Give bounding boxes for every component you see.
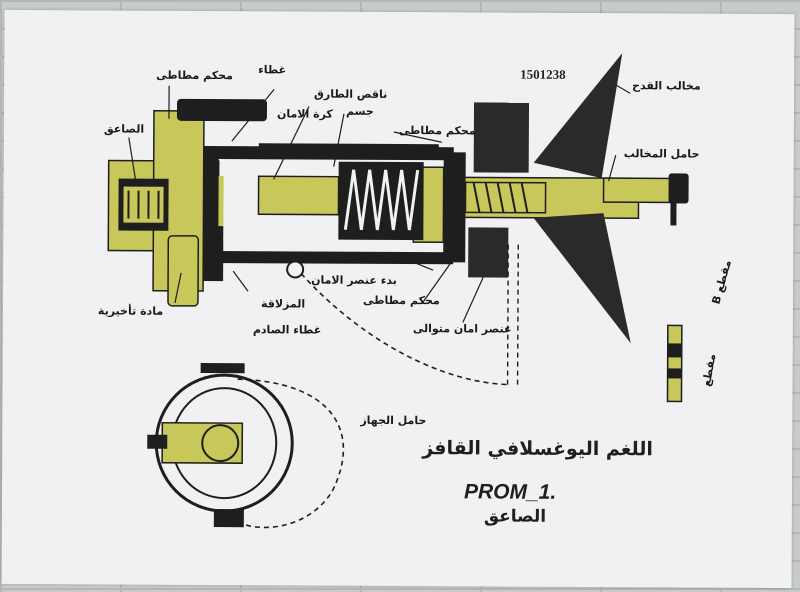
fuse-housing-dark bbox=[176, 98, 530, 282]
label-device-holder: حامل الجهاز bbox=[360, 413, 427, 428]
label-tripwire-claw: مخالب القدح bbox=[632, 79, 701, 93]
label-rubber-seal-right: محكم مطاطى bbox=[398, 124, 476, 138]
striker-piston bbox=[257, 175, 340, 216]
serial-number: 1501238 bbox=[520, 66, 566, 82]
label-bracket-cover: غطاء الصادم bbox=[252, 323, 322, 337]
label-safety-element-start: بدء عنصر الامان bbox=[311, 273, 397, 287]
title-subtitle: الصاعق bbox=[483, 506, 547, 527]
leader-lines bbox=[128, 84, 631, 323]
fuse-top-view bbox=[147, 362, 345, 529]
fuse-cross-section-diagram bbox=[107, 53, 689, 529]
b-section-detail bbox=[666, 324, 683, 403]
detonator-cap bbox=[118, 178, 169, 231]
label-striker-pin: ناقص الطارق bbox=[314, 87, 388, 101]
poster-sheet: 1501238 محكم مطاطى غطاء الصاعق ناقص الطا… bbox=[1, 9, 795, 589]
title-arabic: اللغم اليوغسلافي القافز bbox=[422, 437, 653, 461]
tripwire-claws bbox=[533, 53, 689, 344]
label-cover: غطاء bbox=[258, 63, 287, 77]
label-claw-holder: حامل المخالب bbox=[623, 147, 700, 161]
label-detonator: الصاعق bbox=[103, 122, 145, 136]
label-rubber-seal-lower: محكم مطاطى bbox=[362, 293, 440, 308]
label-bracket-left: المزلاقة bbox=[260, 297, 306, 311]
label-top-cover: محكم مطاطى bbox=[156, 68, 233, 83]
label-body: جسم bbox=[345, 104, 374, 118]
title-model: PROM_1. bbox=[463, 480, 557, 504]
threaded-stem bbox=[464, 181, 547, 214]
spring-coil bbox=[343, 169, 420, 231]
label-primer-charge: مادة تأخيرية bbox=[97, 304, 164, 318]
safety-ball bbox=[286, 260, 305, 279]
label-safety-ball: كرة الامان bbox=[276, 107, 333, 121]
label-safety-element-spring: عنصر امان متوالى bbox=[412, 322, 512, 336]
dashed-path bbox=[300, 272, 508, 386]
